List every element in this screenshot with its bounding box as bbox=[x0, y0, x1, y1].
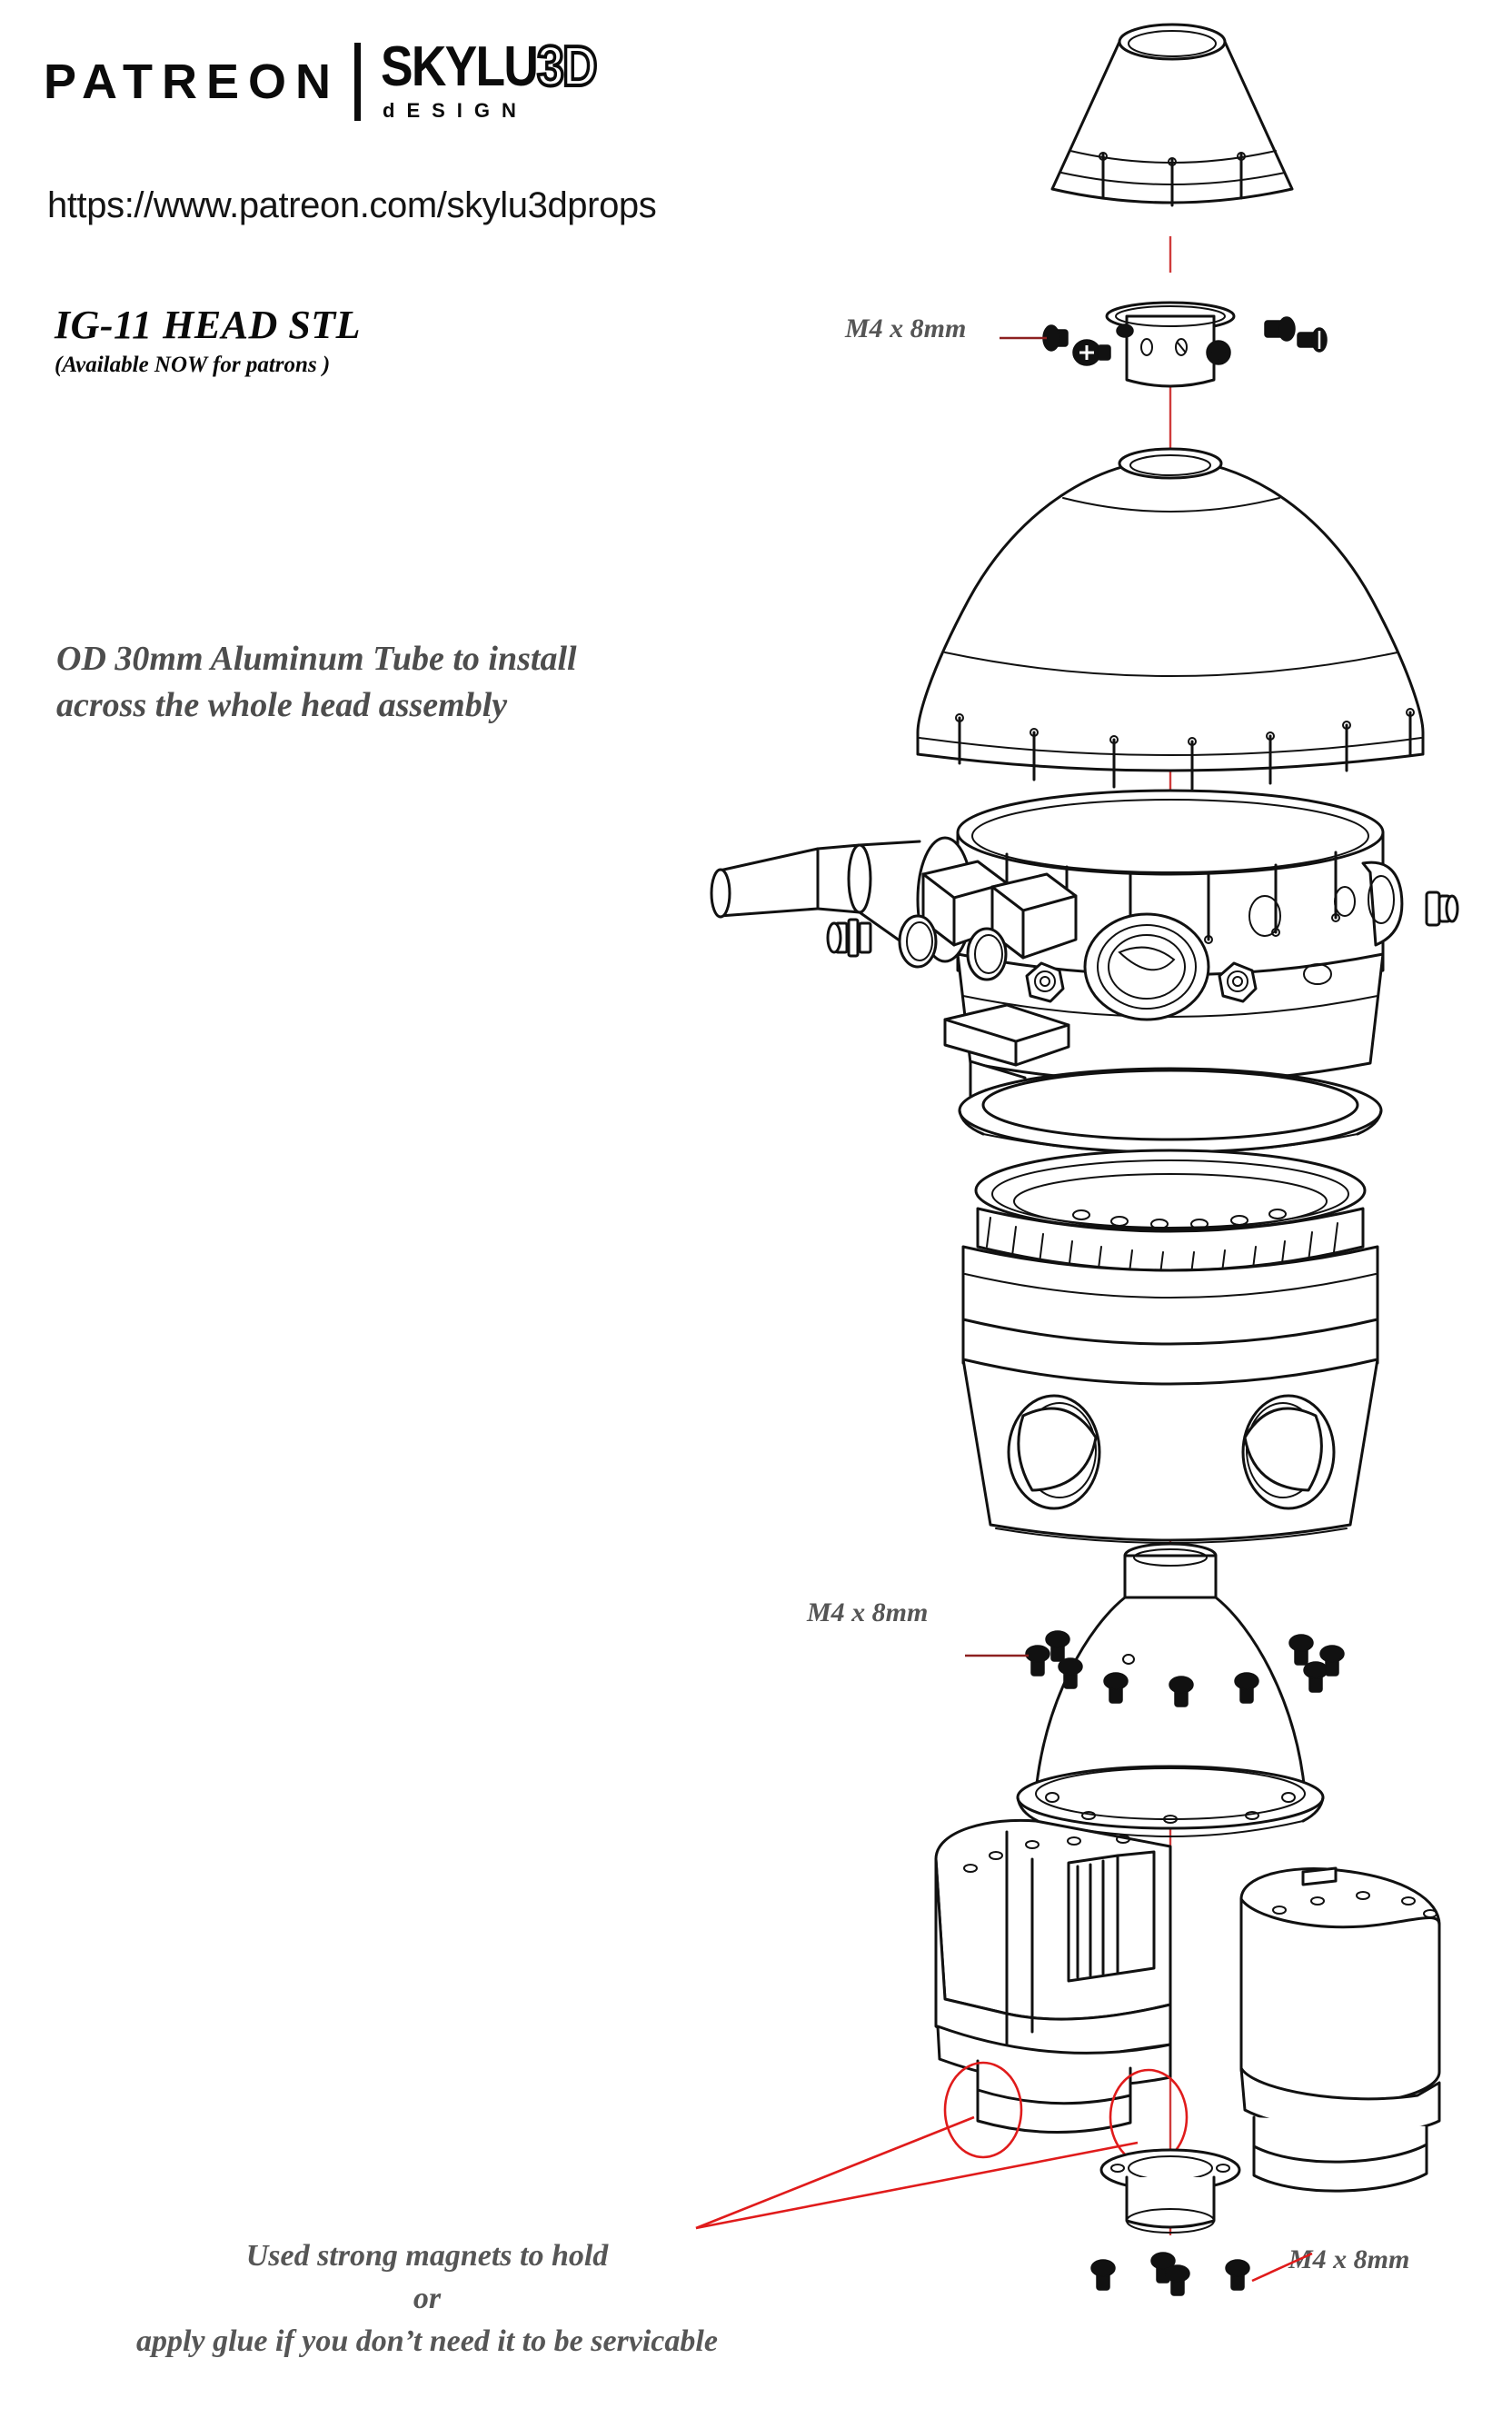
fasteners-bottom-group bbox=[1090, 2252, 1313, 2296]
side-port-right bbox=[1241, 1394, 1336, 1510]
part-sensor-collar bbox=[710, 789, 1459, 1129]
patreon-url-text[interactable]: https://www.patreon.com/skylu3dprops bbox=[47, 185, 657, 225]
brand-header: PATREON SKYLU3D dESIGN bbox=[44, 36, 631, 127]
part-separator-ring bbox=[958, 1067, 1383, 1154]
part-lower-bell bbox=[1016, 1542, 1325, 1837]
part-barrel-body bbox=[961, 1149, 1379, 1544]
part-top-cone-shroud bbox=[1050, 23, 1294, 207]
magnet-note-line-1: Used strong magnets to hold bbox=[245, 2239, 609, 2273]
part-bottom-flange-boss bbox=[1099, 2148, 1241, 2234]
magnet-note-line-3: apply glue if you don’t need it to be se… bbox=[136, 2324, 718, 2358]
part-split-neck-half-right bbox=[1239, 1866, 1441, 2193]
magnet-note: Used strong magnets to hold or apply glu… bbox=[0, 2235, 854, 2363]
part-main-dome bbox=[916, 447, 1425, 791]
brand-divider bbox=[354, 43, 361, 121]
skylu3d-logo: SKYLU3D dESIGN bbox=[381, 36, 631, 124]
callout-label-m4-mid: M4 x 8mm bbox=[807, 1597, 929, 1627]
tube-note-line-1: OD 30mm Aluminum Tube to install bbox=[56, 640, 577, 678]
callout-label-m4-top: M4 x 8mm bbox=[845, 313, 967, 343]
fasteners-mid-group bbox=[965, 1630, 1345, 1707]
callout-label-m4-bottom: M4 x 8mm bbox=[1288, 2244, 1410, 2274]
patreon-wordmark: PATREON bbox=[44, 55, 340, 109]
magnet-highlight-annotations bbox=[695, 2061, 1189, 2230]
page-title: IG-11 HEAD STL bbox=[55, 303, 362, 347]
skylu3d-subword: dESIGN bbox=[383, 99, 528, 123]
page-subtitle: (Available NOW for patrons ) bbox=[55, 353, 331, 377]
skylu-3d-text: 3D bbox=[535, 35, 599, 98]
part-split-neck-half-left bbox=[934, 1818, 1172, 2134]
fasteners-top-group bbox=[1000, 316, 1328, 366]
aluminum-tube-note: OD 30mm Aluminum Tube to install across … bbox=[56, 636, 674, 730]
skylu3d-wordmark: SKYLU3D bbox=[381, 36, 599, 96]
optic-module-2 bbox=[966, 872, 1078, 981]
part-top-cap-puck bbox=[1105, 301, 1236, 388]
tube-note-line-2: across the whole head assembly bbox=[56, 686, 508, 725]
side-port-left bbox=[1007, 1394, 1101, 1510]
magnet-note-line-2: or bbox=[413, 2281, 442, 2315]
skylu-text: SKYLU bbox=[381, 35, 539, 98]
